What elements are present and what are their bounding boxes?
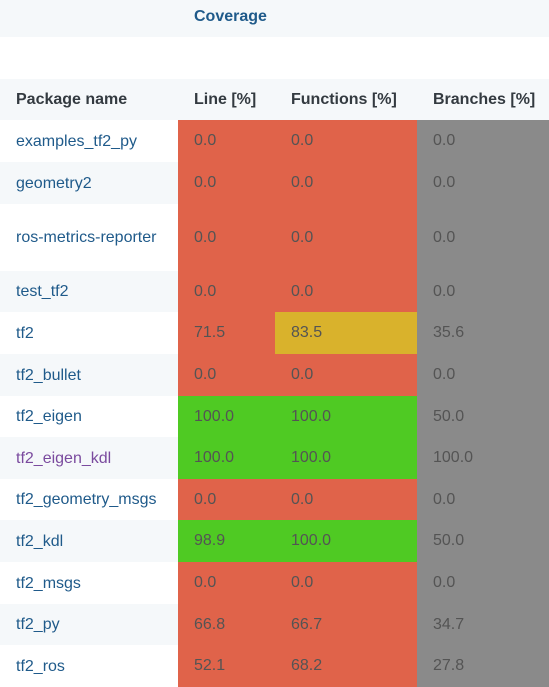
line-coverage-cell: 0.0 (178, 354, 275, 396)
package-name-cell: tf2_eigen_kdl (0, 437, 178, 479)
functions-coverage-cell: 100.0 (275, 396, 417, 437)
branches-coverage-cell: 0.0 (417, 120, 549, 162)
line-coverage-cell: 52.1 (178, 645, 275, 687)
package-name-cell: tf2_msgs (0, 562, 178, 604)
functions-coverage-cell: 0.0 (275, 204, 417, 271)
coverage-header-row: Coverage (0, 0, 549, 37)
package-link[interactable]: geometry2 (16, 174, 92, 192)
functions-coverage-cell: 68.2 (275, 645, 417, 687)
branches-coverage-cell: 50.0 (417, 396, 549, 437)
package-link[interactable]: test_tf2 (16, 283, 69, 300)
package-link[interactable]: examples_tf2_py (16, 132, 137, 150)
column-header-functions[interactable]: Functions [%] (291, 91, 397, 108)
functions-coverage-cell: 0.0 (275, 479, 417, 520)
line-coverage-cell: 0.0 (178, 479, 275, 520)
package-name-cell: tf2_ros (0, 645, 178, 687)
column-header-line[interactable]: Line [%] (194, 91, 257, 108)
package-name-cell: geometry2 (0, 162, 178, 204)
package-link[interactable]: tf2 (16, 324, 34, 342)
column-header-package[interactable]: Package name (16, 91, 128, 108)
package-link[interactable]: tf2_py (16, 616, 60, 633)
line-coverage-cell: 71.5 (178, 312, 275, 354)
package-name-cell: tf2_bullet (0, 354, 178, 396)
package-link[interactable]: tf2_msgs (16, 574, 81, 592)
functions-coverage-cell: 0.0 (275, 354, 417, 396)
package-link[interactable]: tf2_bullet (16, 366, 81, 384)
package-name-cell: tf2_geometry_msgs (0, 479, 178, 520)
package-name-cell: ros-metrics-reporter (0, 204, 178, 271)
column-header-row: Package name Line [%] Functions [%] Bran… (0, 79, 549, 120)
branches-coverage-cell: 0.0 (417, 479, 549, 520)
line-coverage-cell: 0.0 (178, 120, 275, 162)
package-link[interactable]: tf2_eigen_kdl (16, 449, 112, 467)
package-name-cell: tf2_py (0, 604, 178, 645)
package-name-cell: examples_tf2_py (0, 120, 178, 162)
package-link[interactable]: tf2_geometry_msgs (16, 491, 157, 508)
package-link[interactable]: tf2_kdl (16, 532, 64, 550)
line-coverage-cell: 98.9 (178, 520, 275, 562)
branches-coverage-cell: 0.0 (417, 271, 549, 312)
functions-coverage-cell: 100.0 (275, 520, 417, 562)
package-name-cell: tf2_kdl (0, 520, 178, 562)
line-coverage-cell: 0.0 (178, 562, 275, 604)
line-coverage-cell: 0.0 (178, 204, 275, 271)
functions-coverage-cell: 0.0 (275, 271, 417, 312)
functions-coverage-cell: 0.0 (275, 120, 417, 162)
coverage-group-title: Coverage (194, 8, 267, 25)
functions-coverage-cell: 83.5 (275, 312, 417, 354)
package-name-cell: test_tf2 (0, 271, 178, 312)
branches-coverage-cell: 27.8 (417, 645, 549, 687)
functions-coverage-cell: 100.0 (275, 437, 417, 479)
branches-coverage-cell: 0.0 (417, 562, 549, 604)
branches-coverage-cell: 0.0 (417, 354, 549, 396)
package-link[interactable]: tf2_eigen (16, 408, 82, 425)
package-link[interactable]: ros-metrics-reporter (16, 229, 157, 246)
branches-coverage-cell: 100.0 (417, 437, 549, 479)
branches-coverage-cell: 35.6 (417, 312, 549, 354)
line-coverage-cell: 100.0 (178, 437, 275, 479)
functions-coverage-cell: 66.7 (275, 604, 417, 645)
functions-coverage-cell: 0.0 (275, 562, 417, 604)
branches-coverage-cell: 34.7 (417, 604, 549, 645)
branches-coverage-cell: 0.0 (417, 162, 549, 204)
package-link[interactable]: tf2_ros (16, 657, 65, 675)
branches-coverage-cell: 50.0 (417, 520, 549, 562)
functions-coverage-cell: 0.0 (275, 162, 417, 204)
line-coverage-cell: 0.0 (178, 271, 275, 312)
package-name-cell: tf2_eigen (0, 396, 178, 437)
package-name-cell: tf2 (0, 312, 178, 354)
line-coverage-cell: 0.0 (178, 162, 275, 204)
line-coverage-cell: 100.0 (178, 396, 275, 437)
column-header-branches[interactable]: Branches [%] (433, 91, 536, 108)
header-spacer (0, 37, 549, 79)
line-coverage-cell: 66.8 (178, 604, 275, 645)
branches-coverage-cell: 0.0 (417, 204, 549, 271)
